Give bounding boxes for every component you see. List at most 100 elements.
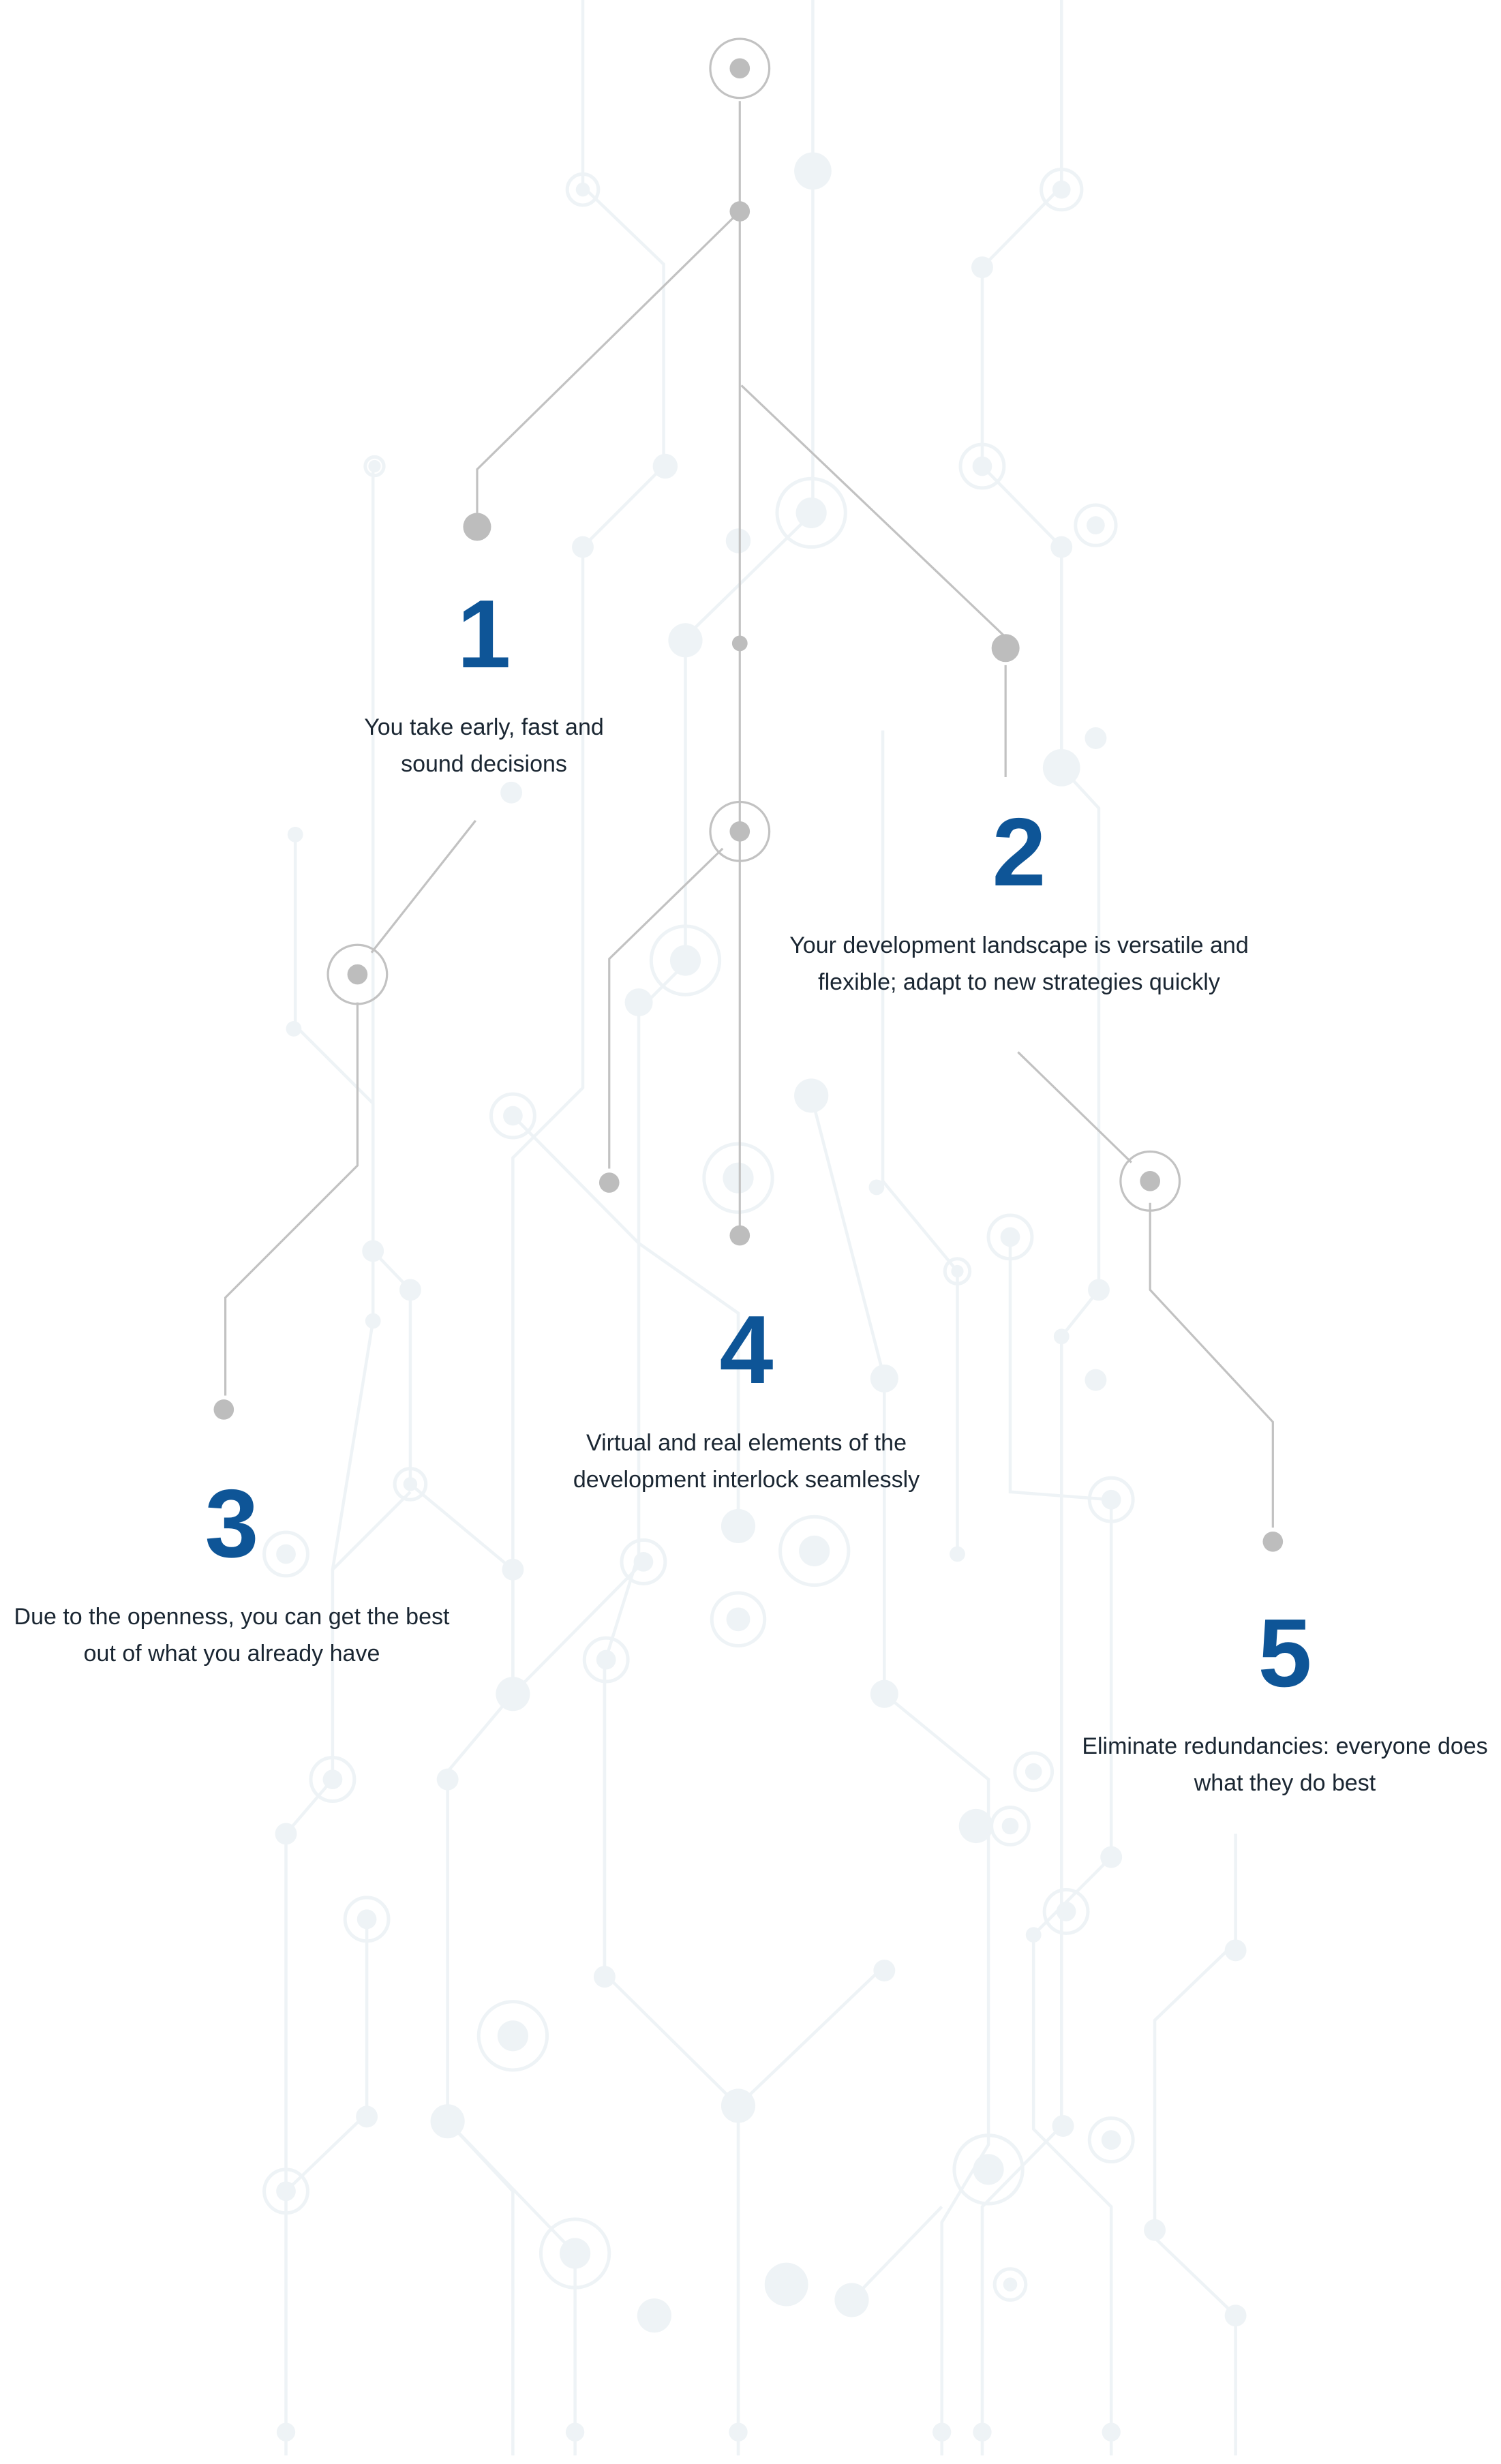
circuit-node — [1052, 2115, 1074, 2137]
circuit-node — [637, 2298, 671, 2333]
circuit-trace — [809, 1095, 886, 1379]
connector-line — [1149, 1202, 1274, 1528]
circuit-trace — [883, 1378, 990, 2456]
step-1-text: You take early, fast and sound decisions — [364, 714, 604, 777]
circuit-ring — [958, 442, 1006, 490]
circuit-node — [721, 2088, 756, 2123]
step-2: 2 Your development landscape is versatil… — [784, 804, 1254, 1001]
circuit-node — [368, 459, 381, 473]
circuit-node — [503, 1106, 523, 1126]
circuit-ring — [262, 2168, 309, 2215]
step-3-text: Due to the openness, you can get the bes… — [14, 1604, 450, 1667]
circuit-node — [1101, 2130, 1121, 2150]
circuit-node — [565, 2422, 585, 2442]
circuit-node — [286, 1020, 302, 1037]
circuit-ring — [393, 1467, 428, 1502]
circuit-node — [560, 2238, 591, 2269]
step-5-number: 5 — [1258, 1599, 1312, 1707]
circuit-node — [357, 1909, 377, 1930]
circuit-node — [436, 1768, 459, 1791]
connector-line — [740, 384, 1007, 638]
circuit-node — [322, 1769, 343, 1789]
circuit-node — [500, 781, 523, 804]
circuit-node — [721, 1508, 756, 1544]
circuit-node — [1025, 1763, 1042, 1780]
circuit-node — [870, 1679, 898, 1708]
circuit-node — [497, 2020, 528, 2052]
connector-ring — [327, 943, 389, 1005]
circuit-node — [1025, 1927, 1042, 1943]
connector-node — [213, 1399, 234, 1420]
circuit-node — [496, 1677, 530, 1712]
circuit-node — [403, 1477, 418, 1491]
step-4-text: Virtual and real elements of the develop… — [573, 1430, 920, 1493]
circuit-node — [973, 2154, 1004, 2185]
connector-node — [463, 513, 491, 541]
circuit-node — [794, 1078, 829, 1113]
circuit-trace — [1008, 1243, 1113, 2456]
circuit-ring — [992, 2267, 1028, 2302]
circuit-ring — [1087, 1476, 1135, 1523]
circuit-node — [1101, 1489, 1121, 1510]
circuit-node — [799, 1535, 830, 1567]
connector-line — [370, 819, 476, 954]
circuit-node — [726, 1607, 750, 1632]
step-2-text: Your development landscape is versatile … — [789, 932, 1249, 995]
connector-node — [347, 964, 368, 985]
circuit-node — [365, 1313, 381, 1329]
circuit-node — [950, 1546, 965, 1562]
circuit-ring — [943, 1257, 972, 1286]
circuit-node — [1085, 727, 1107, 749]
circuit-node — [276, 2422, 296, 2442]
circuit-ring — [778, 1515, 851, 1587]
circuit-node — [668, 623, 703, 658]
circuit-node — [1224, 1939, 1247, 1962]
connector-node — [731, 635, 748, 652]
circuit-trace — [511, 1114, 740, 1526]
circuit-ring — [1040, 168, 1084, 212]
circuit-ring — [1042, 1887, 1090, 1935]
circuit-node — [729, 2422, 748, 2442]
circuit-node — [669, 945, 701, 976]
circuit-node — [1144, 2219, 1166, 2241]
circuit-node — [834, 2283, 869, 2317]
connector-line — [476, 210, 741, 513]
circuit-node — [1050, 536, 1073, 558]
circuit-node — [596, 1649, 616, 1670]
connector-line — [608, 847, 724, 1169]
circuit-node — [1003, 2277, 1018, 2292]
circuit-trace — [980, 0, 1101, 2456]
step-4-number: 4 — [719, 1296, 774, 1404]
circuit-ring — [262, 1530, 309, 1578]
circuit-node — [502, 1558, 524, 1581]
circuit-ring — [620, 1538, 667, 1585]
circuit-node — [1042, 748, 1080, 787]
connector-node — [598, 1172, 620, 1193]
circuit-node — [1001, 1817, 1019, 1835]
circuit-ring — [1087, 2116, 1135, 2163]
step-5: 5 Eliminate redundancies: everyone does … — [1060, 1605, 1501, 1801]
connector-node — [729, 821, 750, 842]
circuit-node — [276, 1544, 296, 1564]
circuit-node — [725, 528, 751, 553]
circuit-node — [399, 1279, 421, 1301]
circuit-node — [1085, 1369, 1107, 1391]
connector-node — [729, 58, 750, 79]
circuit-ring — [775, 476, 847, 549]
circuit-ring — [582, 1636, 630, 1684]
circuit-node — [873, 1960, 896, 1981]
circuit-node — [275, 1823, 297, 1845]
circuit-node — [933, 2422, 952, 2442]
step-2-number: 2 — [992, 798, 1046, 907]
circuit-node — [430, 2104, 465, 2139]
circuit-node — [1088, 1279, 1110, 1301]
connector-node — [1262, 1531, 1284, 1552]
circuit-ring — [1013, 1751, 1055, 1793]
circuit-node — [868, 1179, 885, 1196]
step-4: 4 Virtual and real elements of the devel… — [545, 1302, 947, 1498]
circuit-node — [1056, 1902, 1076, 1921]
circuit-node — [362, 1240, 384, 1262]
circuit-node — [973, 2422, 992, 2442]
circuit-ring — [363, 455, 386, 478]
